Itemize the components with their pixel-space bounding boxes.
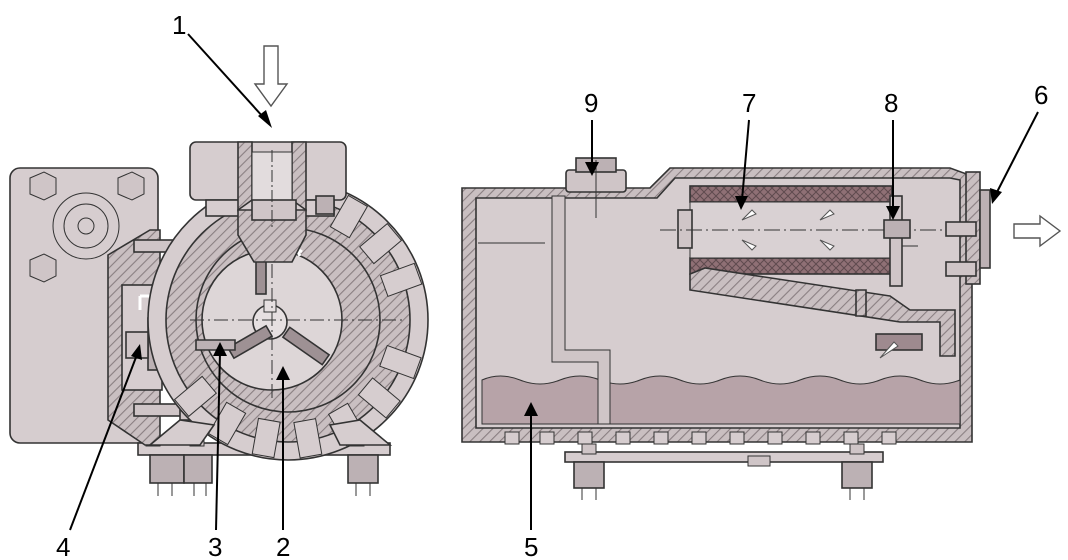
callouts: 1 9 7 8 6 5 4: [56, 10, 1048, 560]
svg-text:8: 8: [884, 88, 898, 118]
pump-side-view: [461, 157, 1062, 500]
svg-text:6: 6: [1034, 80, 1048, 110]
svg-text:5: 5: [524, 532, 538, 560]
svg-text:4: 4: [56, 532, 70, 560]
svg-text:3: 3: [208, 532, 222, 560]
rotor: [190, 240, 405, 400]
pump-front-view: [9, 45, 429, 496]
callout-5: 5: [524, 402, 538, 560]
svg-text:7: 7: [742, 88, 756, 118]
side-base-plate: [564, 443, 884, 500]
callout-4: 4: [56, 344, 142, 560]
svg-text:2: 2: [276, 532, 290, 560]
exhaust-outlet-flange: [945, 171, 991, 285]
svg-text:1: 1: [172, 10, 186, 40]
callout-6: 6: [990, 80, 1048, 204]
arrow-down-outline-icon: [253, 45, 289, 108]
callout-8: 8: [884, 88, 900, 220]
bottom-ribs: [504, 431, 897, 445]
inlet-port: [189, 141, 347, 263]
callout-9: 9: [584, 88, 599, 176]
callout-7: 7: [735, 88, 756, 210]
arrow-right-outline-icon: [1013, 214, 1062, 248]
svg-text:9: 9: [584, 88, 598, 118]
callout-1: 1: [172, 10, 272, 128]
callout-3: 3: [208, 342, 227, 560]
oil-reservoir: [481, 375, 961, 425]
callout-2: 2: [276, 366, 290, 560]
exhaust-filter-element: [660, 185, 990, 275]
